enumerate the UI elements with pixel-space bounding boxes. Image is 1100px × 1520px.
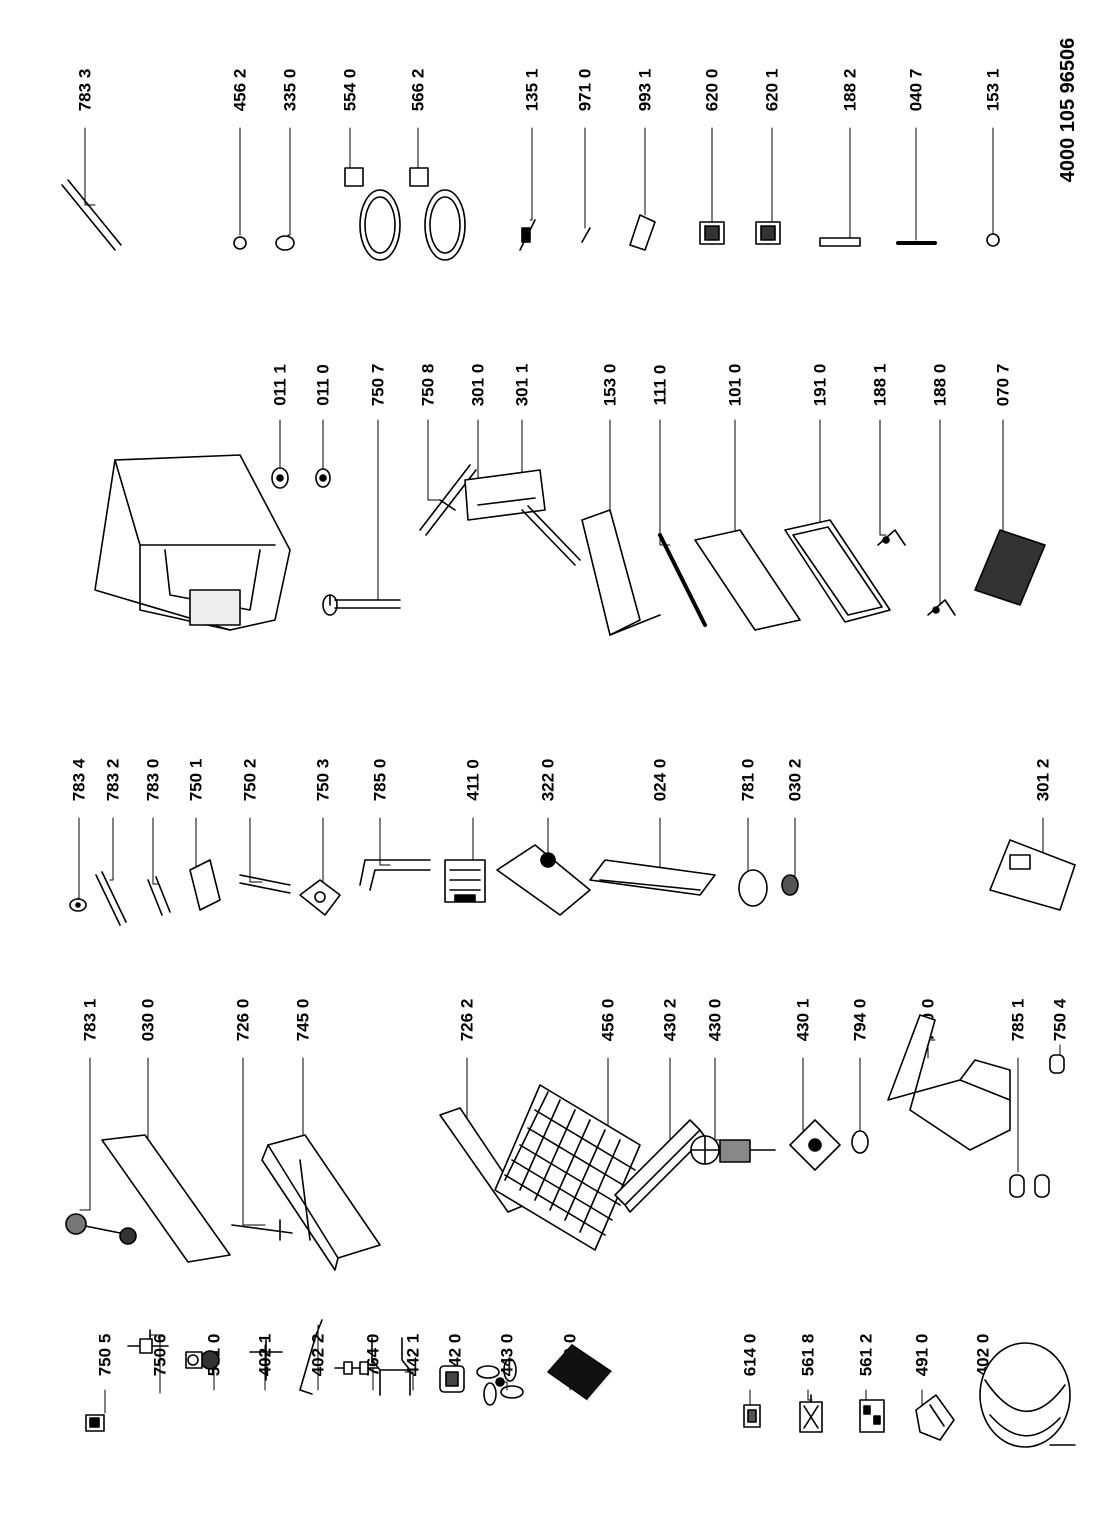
- lamp-holder-993-1-illustration: [630, 215, 655, 250]
- switch-block-illustration: [445, 860, 485, 902]
- leader-line-1882: [842, 128, 850, 238]
- switch-620-1-illustration: [756, 222, 780, 244]
- nut-456-2-illustration: [234, 237, 246, 249]
- leader-line-7260: [243, 1058, 265, 1225]
- control-panel-illustration: [497, 845, 590, 915]
- grille-illustration: [975, 530, 1045, 605]
- switch-620-0-illustration: [700, 222, 724, 244]
- leader-line-7506: [150, 1335, 160, 1393]
- leader-line-1010: [730, 420, 735, 535]
- small-spacer-illustration: [1050, 1055, 1064, 1073]
- spacer-011-0-illustration: [316, 469, 330, 487]
- heater-block-illustration: [548, 1345, 612, 1400]
- leader-line-7507: [378, 420, 380, 600]
- fan-bracket-illustration: [615, 1120, 705, 1212]
- light-cover-illustration: [590, 860, 715, 895]
- frame-illustration: [785, 520, 890, 622]
- thermostat-illustration: [744, 1405, 760, 1427]
- leader-line-7503: [320, 818, 323, 888]
- tee-connector-illustration: [250, 1340, 282, 1380]
- duct-illustration: [888, 1015, 1010, 1150]
- leader-line-7810: [748, 818, 753, 872]
- compressor-cover-illustration: [916, 1395, 954, 1440]
- rod-783-2-illustration: [96, 872, 126, 925]
- overload-protector-illustration: [860, 1400, 884, 1432]
- shaft-illustration: [335, 1362, 378, 1374]
- leader-line-7833: [85, 128, 95, 205]
- fan-motor-illustration: [440, 1366, 464, 1392]
- leader-line-4110: [468, 818, 473, 862]
- valve-571-illustration: [186, 1351, 219, 1369]
- door-rod-783-3-illustration: [62, 180, 121, 250]
- cabinet-illustration: [95, 455, 290, 630]
- leader-line-1530: [605, 420, 610, 515]
- sensor-135-1-illustration: [520, 220, 535, 250]
- tube-illustration: [148, 877, 170, 915]
- wire-basket-illustration: [495, 1085, 640, 1250]
- leader-line-4301: [803, 1058, 810, 1130]
- leader-line-7832: [110, 818, 113, 880]
- bent-tube-illustration: [360, 860, 430, 890]
- leader-line-1351: [530, 128, 532, 220]
- valve-illustration: [128, 1330, 168, 1353]
- hinge-rod-illustration: [66, 1214, 136, 1244]
- pin-illustration: [240, 875, 290, 893]
- washer-illustration: [70, 899, 86, 911]
- coil-566-2-illustration: [410, 168, 465, 260]
- drawer-cover-illustration: [262, 1135, 380, 1270]
- crisper-tray-illustration: [582, 510, 660, 635]
- seal-strip-illustration: [660, 535, 705, 625]
- ring-illustration: [852, 1131, 868, 1153]
- bushing-335-0-illustration: [276, 236, 294, 250]
- clip-188-1-illustration: [878, 530, 905, 545]
- hook-wire-illustration: [300, 1320, 322, 1394]
- relay-illustration: [800, 1395, 822, 1432]
- spacer-pair-illustration: [1010, 1175, 1049, 1197]
- spacer-011-1-illustration: [272, 468, 288, 488]
- door-bracket-illustration: [190, 860, 220, 910]
- leader-line-0302: [790, 818, 795, 878]
- leader-line-3350: [288, 128, 290, 235]
- clip-188-0-illustration: [928, 600, 955, 615]
- fan-blade-illustration: [477, 1359, 523, 1405]
- cover-panel-illustration: [990, 840, 1075, 910]
- knob-illustration: [739, 870, 767, 906]
- long-pin-illustration: [323, 595, 400, 615]
- leader-line-4302: [670, 1058, 675, 1140]
- fan-housing-illustration: [790, 1120, 840, 1170]
- leader-line-7830: [153, 818, 158, 884]
- leader-line-7834: [78, 818, 79, 898]
- leader-line-4300: [715, 1058, 720, 1140]
- small-knob-illustration: [782, 875, 798, 895]
- leader-line-1910: [815, 420, 820, 525]
- evaporator-fan-motor-illustration: [691, 1136, 775, 1164]
- glass-shelf-illustration: [102, 1135, 230, 1262]
- rod-illustration: [232, 1220, 292, 1240]
- leader-line-0707: [1003, 420, 1015, 545]
- fuse-971-0-illustration: [582, 228, 590, 242]
- rail-301-1-illustration: [522, 506, 580, 565]
- leader-line-7502: [250, 818, 262, 882]
- leader-line-6201: [770, 128, 772, 222]
- compressor-illustration: [980, 1343, 1075, 1447]
- coil-554-0-illustration: [345, 168, 400, 260]
- leader-line-7501: [196, 818, 204, 868]
- leader-line-1110: [660, 420, 670, 545]
- leader-line-7850: [380, 818, 390, 865]
- leader-line-1881: [880, 420, 886, 535]
- leader-line-4421: [405, 1372, 413, 1390]
- rail-illustration: [465, 470, 545, 520]
- leader-line-7508: [428, 420, 440, 500]
- cam-plate-illustration: [300, 880, 340, 915]
- screw-153-1-illustration: [987, 234, 999, 246]
- bracket-188-2-illustration: [820, 238, 860, 246]
- bracket-illustration: [372, 1338, 410, 1395]
- leader-line-3010: [478, 420, 490, 480]
- leader-line-7831: [80, 1058, 90, 1210]
- valve-coil-illustration: [86, 1415, 104, 1431]
- leader-line-5540: [350, 128, 352, 168]
- glass-panel-illustration: [695, 530, 800, 630]
